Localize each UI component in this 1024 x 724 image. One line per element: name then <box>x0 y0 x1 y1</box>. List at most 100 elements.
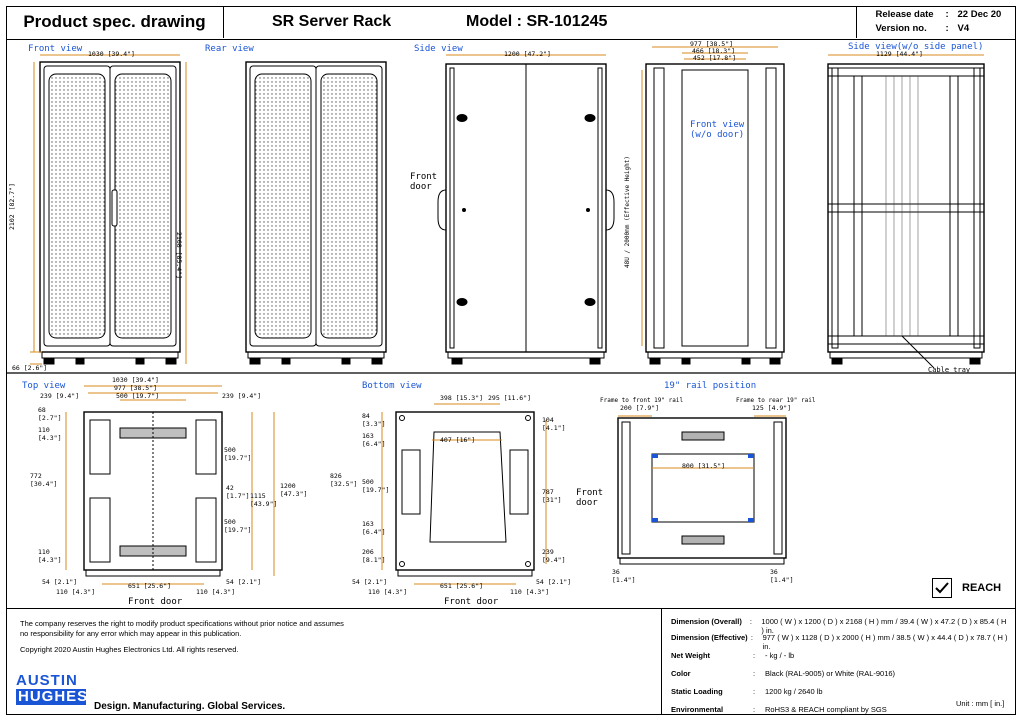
front-view-rack <box>39 61 181 365</box>
front-door-label-bottom: Front door <box>444 597 499 607</box>
tagline: Design. Manufacturing. Global Services. <box>94 701 286 712</box>
company-logo: AUSTIN HUGHES <box>16 672 89 705</box>
disclaimer: The company reserves the right to modify… <box>20 619 344 638</box>
dim-top-1200: 1200 [47.3"] <box>280 482 308 498</box>
spec-row: Net Weight:- kg / - lb <box>671 651 795 660</box>
dim-top-68: 68 [2.7"] <box>38 406 62 422</box>
spec-row: Dimension (Overall):1000 ( W ) x 1200 ( … <box>671 617 1007 635</box>
version-value: V4 <box>957 23 970 34</box>
release-info: Release date:22 Dec 20 Version no.:V4 <box>856 6 1016 38</box>
label-front-view-no-door: Front view (w/o door) <box>690 120 745 140</box>
label-rail-position: 19" rail position <box>664 381 757 391</box>
dim-bot-54b: 54 [2.1"] <box>536 578 572 586</box>
dim-nodoor-w2: 466 [18.3"] <box>692 47 736 55</box>
dim-bot-110a: 110 [4.3"] <box>368 588 408 596</box>
spec-row: Environmental:RoHS3 & REACH compliant by… <box>671 705 887 714</box>
drawing-frame <box>6 6 1016 715</box>
rear-rail-label: Frame to rear 19" rail <box>736 397 816 404</box>
title-block: Product spec. drawing SR Server Rack Mod… <box>6 6 1016 40</box>
front-view-no-door-rack <box>645 63 785 365</box>
top-view-rack <box>83 411 223 577</box>
dim-top-w1: 1030 [39.4"] <box>112 376 159 384</box>
release-label: Release date <box>875 9 934 20</box>
doc-title: Product spec. drawing <box>6 6 224 38</box>
dim-front-base: 66 [2.6"] <box>12 364 48 372</box>
dim-top-110a: 110 [4.3"] <box>38 426 62 442</box>
unit-note: Unit : mm [ in.] <box>956 699 1005 708</box>
copyright: Copyright 2020 Austin Hughes Electronics… <box>20 645 239 654</box>
dim-top-500a: 500 [19.7"] <box>224 446 252 462</box>
dim-front-height-2: 2168 [85.4"] <box>175 232 183 279</box>
dim-bot-54a: 54 [2.1"] <box>352 578 388 586</box>
dim-bot-826: 826 [32.5"] <box>330 472 358 488</box>
dim-bot-407: 407 [16"] <box>440 436 476 444</box>
rear-view-rack <box>245 61 387 365</box>
dim-bot-163a: 163 [6.4"] <box>362 432 386 448</box>
dim-top-239a: 239 [9.4"] <box>40 392 80 400</box>
dim-bot-84: 84 [3.3"] <box>362 412 386 428</box>
model-title: Model : SR-101245 <box>466 13 608 30</box>
dim-top-54a: 54 [2.1"] <box>42 578 78 586</box>
spec-row: Dimension (Effective):977 ( W ) x 1128 (… <box>671 633 1008 651</box>
dim-front-width: 1030 [39.4"] <box>88 50 135 58</box>
dim-top-1115: 1115 [43.9"] <box>250 492 278 508</box>
footer: The company reserves the right to modify… <box>6 608 1016 715</box>
dim-rail-800: 800 [31.5"] <box>682 462 726 470</box>
side-view-no-panel-rack <box>827 63 985 369</box>
dim-top-110c: 110 [4.3"] <box>56 588 96 596</box>
dim-top-110b: 110 [4.3"] <box>38 548 62 564</box>
dim-bot-295: 295 [11.6"] <box>488 394 532 402</box>
dim-top-54b: 54 [2.1"] <box>226 578 262 586</box>
dim-top-42: 42 [1.7"] <box>226 484 250 500</box>
dim-rail-200: 200 [7.9"] <box>620 404 660 412</box>
reach-label: REACH <box>962 582 1002 594</box>
dim-top-w2: 977 [38.5"] <box>114 384 158 392</box>
label-side-view-no-panel: Side view(w/o side panel) <box>848 42 984 52</box>
front-door-label-rail: Front door <box>576 488 604 508</box>
version-label: Version no. <box>875 23 927 34</box>
dim-side-width: 1200 [47.2"] <box>504 50 551 58</box>
dim-bot-163b: 163 [6.4"] <box>362 520 386 536</box>
dim-bot-500: 500 [19.7"] <box>362 478 390 494</box>
dim-top-772: 772 [30.4"] <box>30 472 58 488</box>
front-door-label-side: Front door <box>410 172 438 192</box>
rail-position-rack <box>617 417 787 565</box>
dim-front-height: 2102 [82.7"] <box>8 183 16 230</box>
dim-nodoor-w1: 977 [38.5"] <box>690 40 734 48</box>
front-door-label-top: Front door <box>128 597 183 607</box>
label-bottom-view: Bottom view <box>362 381 422 391</box>
dim-bot-104: 104 [4.1"] <box>542 416 566 432</box>
dim-rail-36b: 36 [1.4"] <box>770 568 794 584</box>
spec-row: Color:Black (RAL-9005) or White (RAL-901… <box>671 669 896 678</box>
label-front-view: Front view <box>28 44 83 54</box>
dim-top-651: 651 [25.6"] <box>128 582 172 590</box>
dim-panel-width: 1129 [44.4"] <box>876 50 923 58</box>
reach-mark: REACH <box>932 578 1001 598</box>
technical-drawing <box>6 46 1016 585</box>
dim-bot-651: 651 [25.6"] <box>440 582 484 590</box>
spec-row: Static Loading:1200 kg / 2640 lb <box>671 687 823 696</box>
front-rail-label: Frame to front 19" rail <box>600 397 684 404</box>
label-top-view: Top view <box>22 381 66 391</box>
cable-tray-label: Cable tray <box>928 366 971 374</box>
side-view-rack <box>437 63 615 365</box>
dim-top-500b: 500 [19.7"] <box>224 518 252 534</box>
dim-rail-36a: 36 [1.4"] <box>612 568 636 584</box>
dim-nodoor-height: 48U / 2000mm (Effective Height) <box>624 156 631 268</box>
dim-bot-206: 206 [8.1"] <box>362 548 386 564</box>
dim-top-239b: 239 [9.4"] <box>222 392 262 400</box>
label-rear-view: Rear view <box>205 44 254 54</box>
dim-top-w3: 500 [19.7"] <box>116 392 160 400</box>
label-side-view: Side view <box>414 44 463 54</box>
bottom-view-rack <box>395 411 535 577</box>
dim-top-110d: 110 [4.3"] <box>196 588 236 596</box>
reach-check-icon <box>932 578 952 598</box>
dim-bot-110b: 110 [4.3"] <box>510 588 550 596</box>
release-value: 22 Dec 20 <box>957 9 1002 20</box>
dim-bot-787: 787 [31"] <box>542 488 562 504</box>
dim-rail-125: 125 [4.9"] <box>752 404 792 412</box>
series-title: SR Server Rack <box>272 13 392 30</box>
dim-bot-398: 398 [15.3"] <box>440 394 484 402</box>
dim-bot-239: 239 [9.4"] <box>542 548 566 564</box>
dim-nodoor-w3: 452 [17.8"] <box>693 54 737 62</box>
